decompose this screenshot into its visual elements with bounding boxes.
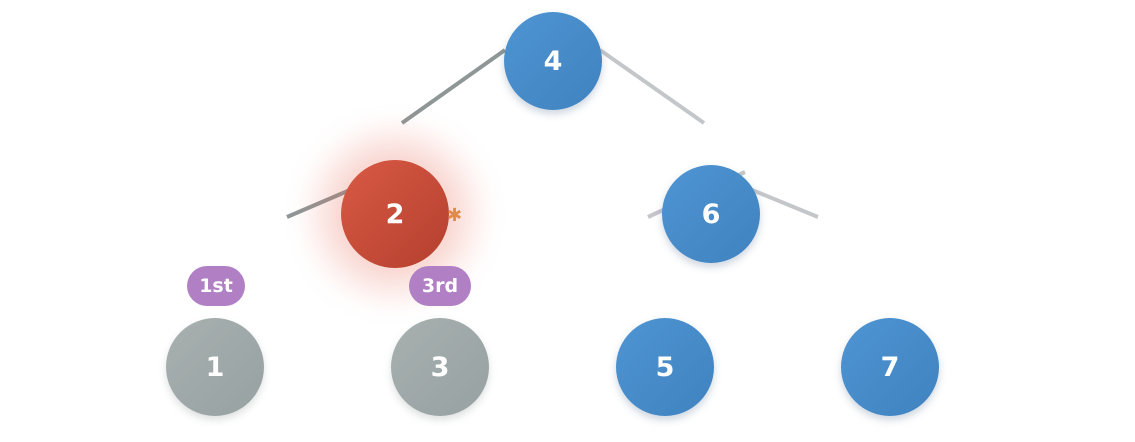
tree-node-1[interactable]: 1 bbox=[166, 318, 264, 416]
badge-label: 1st bbox=[199, 275, 233, 297]
tree-node-2-active[interactable]: 2 bbox=[341, 160, 449, 268]
node-label: 3 bbox=[430, 351, 450, 383]
sparkle-icon: ✱ bbox=[447, 205, 463, 226]
edge-2-1 bbox=[286, 188, 351, 219]
node-label: 7 bbox=[880, 351, 900, 383]
node-label: 4 bbox=[543, 45, 563, 77]
tree-node-6[interactable]: 6 bbox=[662, 165, 760, 263]
tree-node-5[interactable]: 5 bbox=[616, 318, 714, 416]
edge-4-6 bbox=[598, 48, 706, 125]
node-label: 2 bbox=[385, 198, 405, 230]
visit-order-badge-1st: 1st bbox=[187, 266, 245, 306]
node-label: 1 bbox=[205, 351, 225, 383]
tree-node-7[interactable]: 7 bbox=[841, 318, 939, 416]
node-label: 5 bbox=[655, 351, 675, 383]
visit-order-badge-3rd: 3rd bbox=[409, 266, 471, 306]
node-label: 6 bbox=[701, 198, 721, 230]
tree-node-3[interactable]: 3 bbox=[391, 318, 489, 416]
tree-node-4[interactable]: 4 bbox=[504, 12, 602, 110]
edge-4-2 bbox=[400, 48, 507, 125]
badge-label: 3rd bbox=[421, 275, 459, 297]
